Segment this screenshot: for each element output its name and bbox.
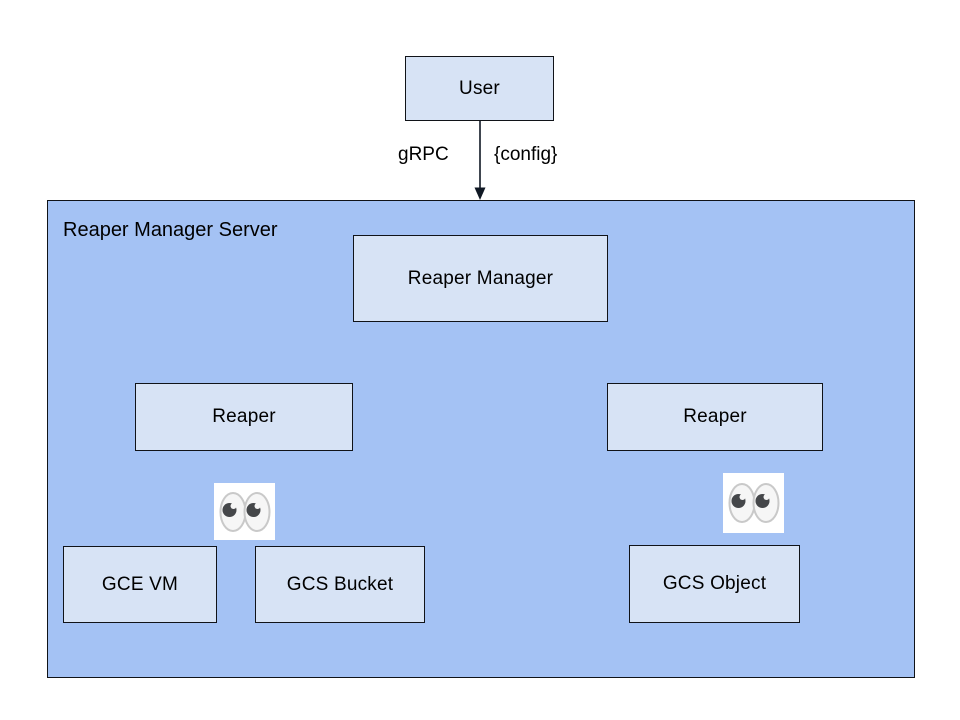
eyes-icon-svg: [728, 483, 779, 523]
node-user-label: User: [459, 77, 500, 99]
node-reaper-right-label: Reaper: [683, 406, 747, 427]
eyes-icon: [214, 483, 275, 540]
node-gcs-bucket: GCS Bucket: [255, 546, 425, 623]
edge-label-config: {config}: [494, 144, 558, 165]
edge-label-grpc: gRPC: [398, 144, 449, 165]
container-title: Reaper Manager Server: [63, 219, 278, 241]
eyes-icon-svg: [219, 491, 270, 532]
node-reaper-left: Reaper: [135, 383, 353, 451]
node-user: User: [405, 56, 554, 121]
eyes-icon: [723, 473, 784, 533]
node-gcs-object: GCS Object: [629, 545, 800, 623]
node-gce-vm: GCE VM: [63, 546, 217, 623]
node-gcs-bucket-label: GCS Bucket: [286, 573, 394, 595]
arrowhead-icon: [474, 187, 486, 200]
node-reaper-manager: Reaper Manager: [353, 235, 608, 322]
node-reaper-left-label: Reaper: [212, 406, 276, 427]
node-gce-vm-label: GCE VM: [101, 573, 179, 595]
node-gcs-object-label: GCS Object: [662, 573, 767, 594]
node-reaper-manager-label: Reaper Manager: [407, 267, 554, 289]
node-reaper-right: Reaper: [607, 383, 823, 451]
